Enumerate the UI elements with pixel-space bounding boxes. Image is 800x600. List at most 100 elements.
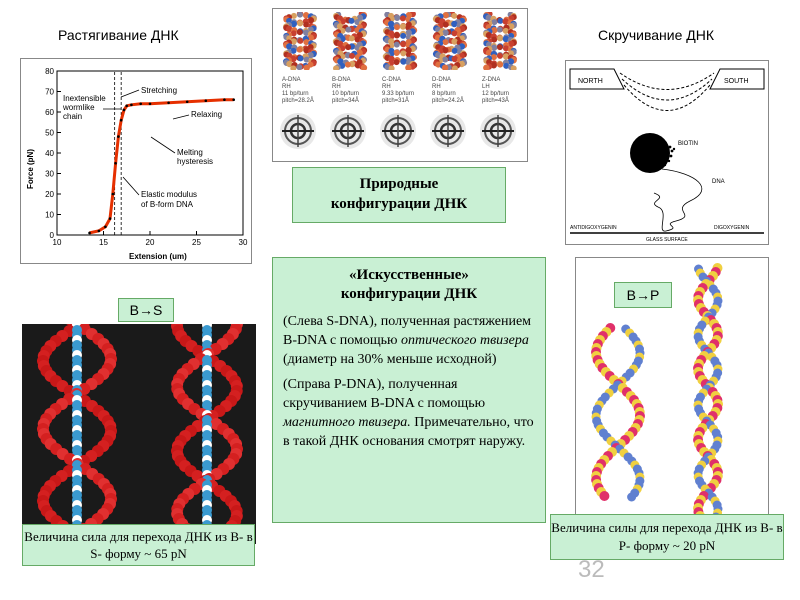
b-to-s-caption: Величина сила для перехода ДНК из В- в S… [22,524,255,566]
dna-form-bp: 8 bp/turn [432,91,456,97]
chart-xtick-label: 25 [192,238,201,247]
dna-form-pitch: pitch=31Å [382,98,409,104]
chart-point [108,217,112,220]
artificial-title-1: «Искусственные» [349,267,469,283]
diffraction-pattern [330,113,366,149]
p1-text-b: (диаметр на 30% меньше исходной) [283,352,497,367]
chart-xtick-label: 20 [146,238,155,247]
chart-annot-stretching: Stretching [141,86,177,95]
chart-annot-inextensible-2: wormlike [62,103,95,112]
dna-form-hand: RH [432,84,441,90]
chart-arrow-melting [150,136,176,154]
chart-point [125,104,129,108]
s-dna-molecules [37,324,243,544]
biotin-label: BIOTIN [678,141,698,147]
b-to-s-label: B→S [118,298,174,322]
left-title: Растягивание ДНК [58,27,179,43]
chart-ytick-label: 60 [45,108,54,117]
field-line-1 [623,84,711,111]
chart-ytick-label: 10 [45,211,54,220]
dna-form-model [283,10,317,72]
dna-form-hand: RH [282,84,291,90]
chart-point [223,98,226,101]
chart-series-line [89,98,234,235]
dna-tether [653,168,703,232]
chart-annot-melting-2: hysteresis [177,157,213,166]
chart-arrow-relaxing [172,114,190,120]
chart-point [114,161,117,165]
p-dna-molecules [591,263,723,550]
south-label: SOUTH [724,78,749,85]
right-title: Скручивание ДНК [598,27,715,43]
artificial-paragraph-1: (Слева S-DNA), полученная растяжением B-… [283,312,535,369]
chart-point [88,231,91,235]
chart-ytick-label: 20 [45,190,54,199]
chart-ylabel: Force (pN) [26,149,35,189]
dig-label: DIGOXYGENIN [714,225,750,231]
magnetic-tweezer-figure: NORTH SOUTH BIOTIN DNA ANTIDIGOXYGENIN D… [565,60,769,245]
chart-ytick-label: 0 [50,231,55,240]
chart-point [119,118,123,122]
chart-annot-elastic-2: of B-form DNA [141,200,194,209]
chart-ytick-label: 70 [45,88,54,97]
field-line-3 [619,72,715,90]
dna-form-name: A-DNA [282,77,301,83]
chart-point [167,101,170,105]
chart-xtick-label: 15 [99,238,108,247]
b-to-p-label: B→P [614,282,672,308]
artificial-configs-box: «Искусственные» конфигурации ДНК (Слева … [272,257,546,523]
dna-form-name: Z-DNA [482,77,501,83]
dna-form-name: B-DNA [332,77,351,83]
north-label: NORTH [578,78,603,85]
dna-form-bp: 12 bp/turn [482,91,510,97]
chart-annot-inextensible-1: Inextensible [63,94,106,103]
chart-annot-relaxing: Relaxing [191,110,222,119]
dna-form-bp: 9.33 bp/turn [382,91,415,97]
dna-form-model [382,10,418,72]
magnetic-tweezer-diagram: NORTH SOUTH BIOTIN DNA ANTIDIGOXYGENIN D… [569,68,765,243]
dna-form-model [332,10,368,72]
chart-ytick-label: 40 [45,149,54,158]
chart-annot-melting-1: Melting [177,148,203,157]
dna-form-pitch: pitch=43Å [482,98,509,104]
chart-point [130,103,133,107]
chart-point [204,99,208,103]
dna-form-name: C-DNA [382,77,401,83]
biotin-dots [663,145,676,167]
p2-text-b: Примечательно, что в такой ДНК основания… [283,415,534,449]
chart-point [97,229,101,233]
chart-ytick-label: 30 [45,170,54,179]
chart-xtick-label: 30 [239,238,248,247]
artificial-title-2: конфигурации ДНК [340,286,478,302]
b-to-p-caption: Величина силы для перехода ДНК из В- в Р… [550,514,784,560]
dna-form-pitch: pitch=34Å [332,98,359,104]
s-dna-image [22,324,256,544]
chart-annot-inextensible-3: chain [63,112,82,121]
natural-line-2: конфигурации ДНК [330,196,468,212]
chart-arrow-stretching [120,89,140,98]
artificial-paragraph-2: (Справа P-DNA), полученная скручиванием … [283,375,535,451]
dna-form-bp: 11 bp/turn [282,91,309,97]
dna-form-bp: 10 bp/turn [332,91,360,97]
chart-ytick-label: 80 [45,67,54,76]
chart-point [148,102,152,106]
diffraction-pattern [280,113,316,149]
chart-point [232,98,235,101]
dna-form-model [483,10,517,72]
chart-point [117,135,120,138]
p2-text-a: (Справа P-DNA), полученная скручиванием … [283,377,486,411]
glass-label: GLASS SURFACE [646,237,688,243]
chart-point [185,100,189,104]
diffraction-pattern [480,113,516,149]
p1-text-a: (Слева S-DNA), полученная растяжением B-… [283,314,532,348]
dna-form-pitch: pitch=28.2Å [282,98,314,104]
natural-line-1: Природные [359,176,439,192]
chart-arrow-elastic [122,176,140,196]
